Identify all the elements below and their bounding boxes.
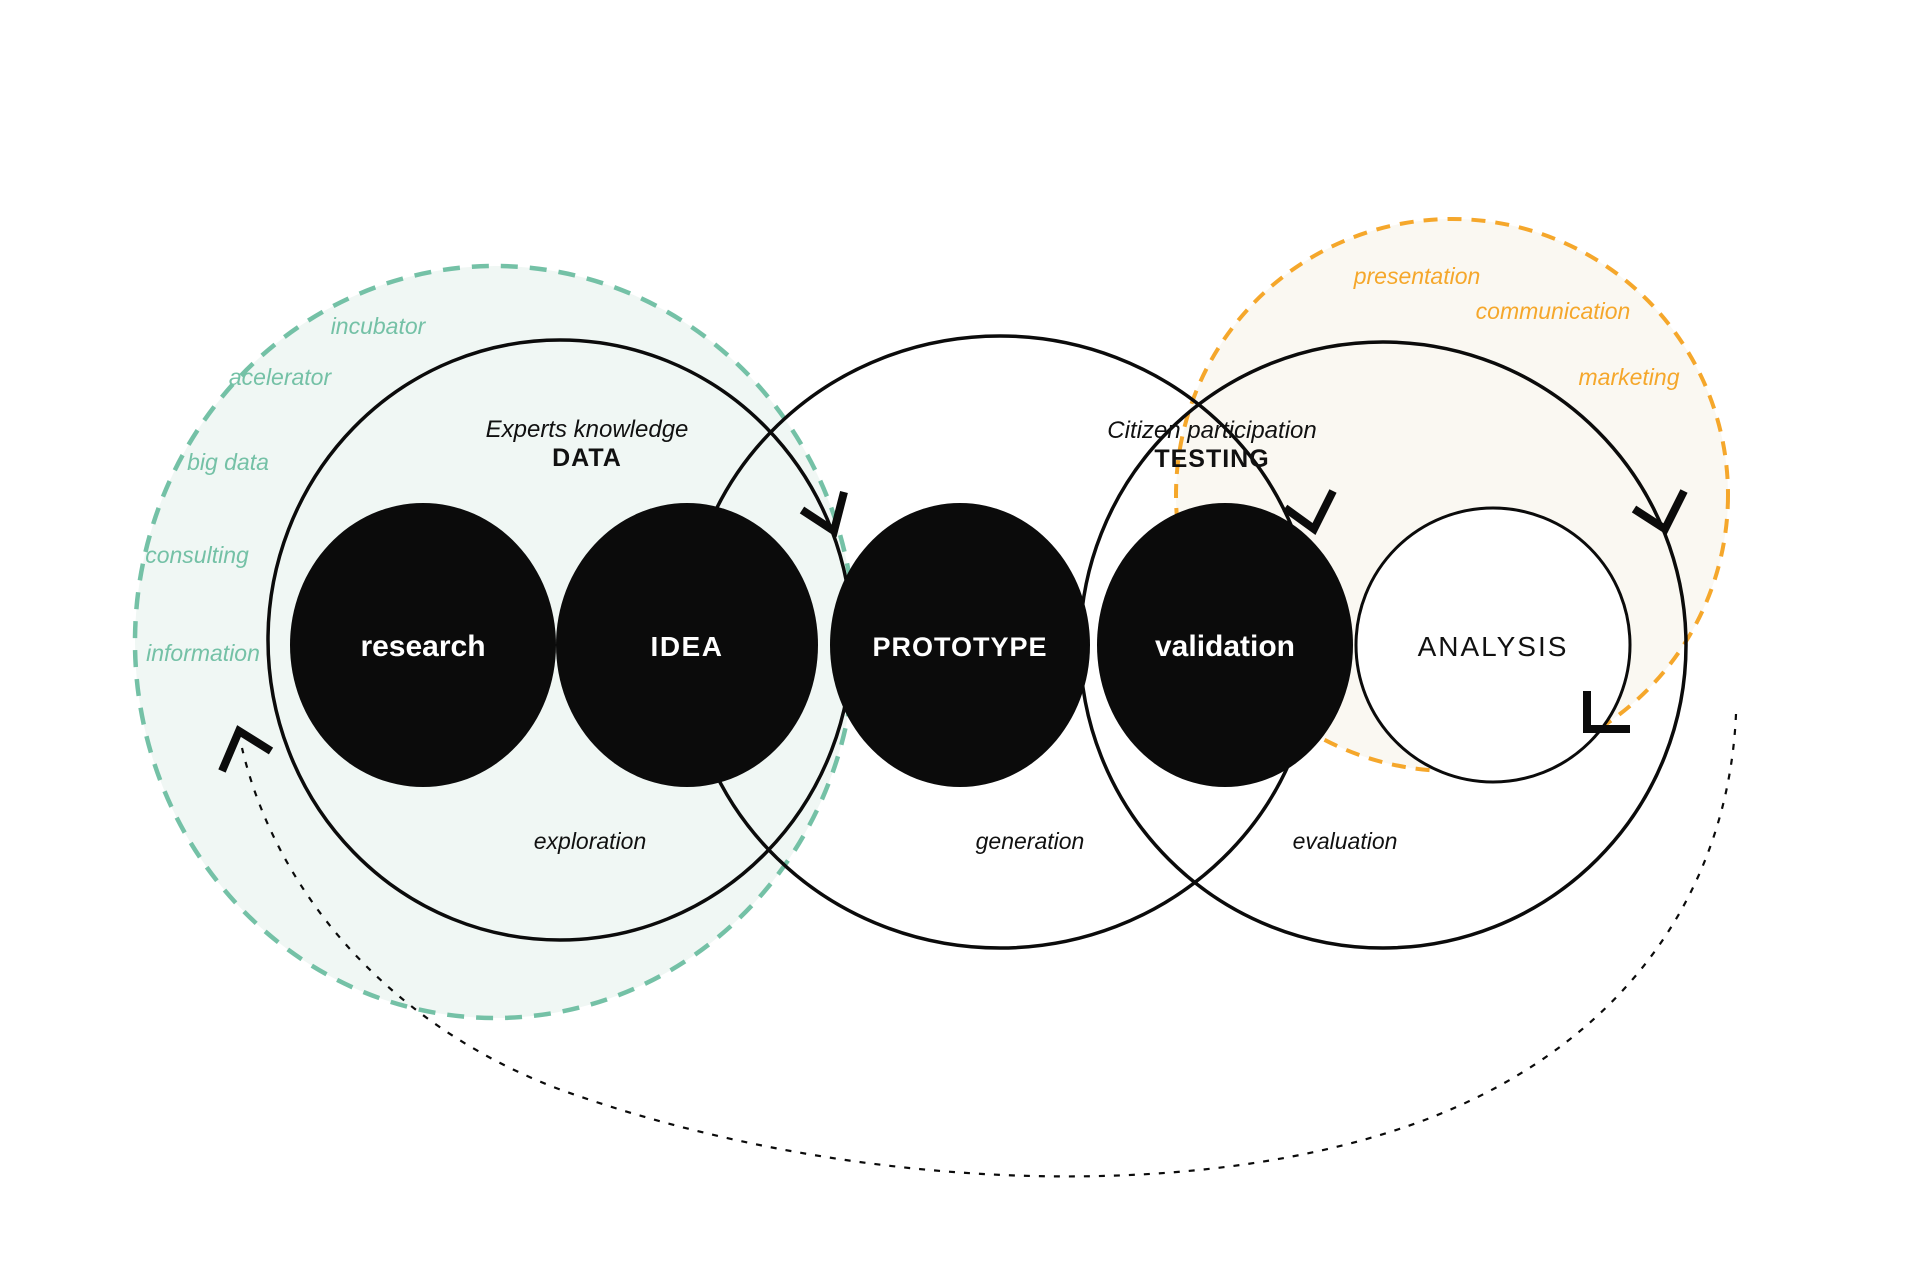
phase1-mode-label: exploration (534, 828, 647, 854)
output-label-presentation: presentation (1353, 263, 1481, 289)
input-label-acelerator: acelerator (229, 364, 333, 390)
phase1-context-label: Experts knowledge (486, 416, 689, 443)
generation-loop-arrowhead-icon (1282, 489, 1337, 536)
restart-loop-arrowhead-icon (218, 725, 274, 773)
output-label-marketing: marketing (1579, 364, 1680, 390)
evaluation-loop-arrowhead-icon (1631, 489, 1688, 535)
stage-validation-circle (1097, 503, 1353, 787)
exploration-loop-arrowhead-icon (799, 491, 848, 538)
stage-analysis-circle (1354, 506, 1632, 784)
input-label-consulting: consulting (145, 542, 249, 568)
stage-idea-circle (556, 503, 818, 787)
phase2-mode-label: generation (976, 828, 1085, 854)
phase3-mode-label: evaluation (1293, 828, 1398, 854)
stage-research-label: research (360, 630, 485, 663)
stage-research-circle (290, 503, 556, 787)
output-label-communication: communication (1476, 298, 1631, 324)
stage-prototype-label: PROTOTYPE (872, 632, 1047, 662)
phase1-method-label: DATA (552, 444, 622, 472)
input-label-incubator: incubator (331, 313, 427, 339)
restart-loop-path (240, 713, 1738, 1178)
analysis-loop-arrowhead-icon (1583, 691, 1630, 733)
input-label-information: information (146, 640, 260, 666)
phase3-context-label: Citizen participation (1107, 417, 1316, 444)
stage-idea-label: IDEA (651, 631, 724, 662)
phase3-method-label: TESTING (1154, 445, 1269, 473)
stage-analysis-label: ANALYSIS (1418, 631, 1569, 662)
stage-validation-label: validation (1155, 630, 1295, 663)
input-label-big-data: big data (187, 449, 269, 475)
stage-prototype-circle (830, 503, 1090, 787)
